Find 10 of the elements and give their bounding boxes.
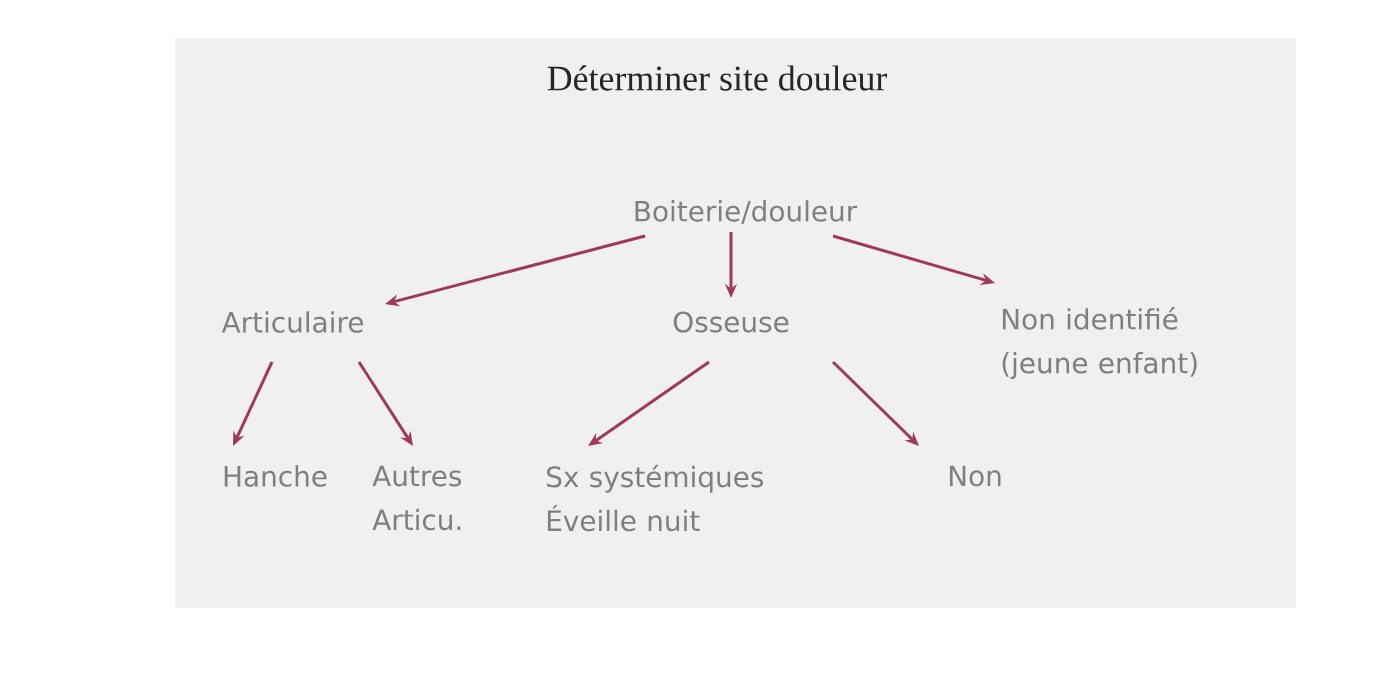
node-label: Sx systémiques Éveille nuit [547,464,764,532]
node-label: Articulaire [221,311,363,333]
arrow [831,360,919,446]
node-label: Hanche [224,465,327,487]
node-label: Osseuse [673,311,789,333]
node-label: Non [949,465,1001,487]
node-label: Non identifié (jeune enfant) [1002,307,1197,379]
title: Déterminer site douleur [547,65,888,91]
node-label: Autres Articu. [372,465,462,531]
node-label: Boiterie/douleur [635,200,858,224]
